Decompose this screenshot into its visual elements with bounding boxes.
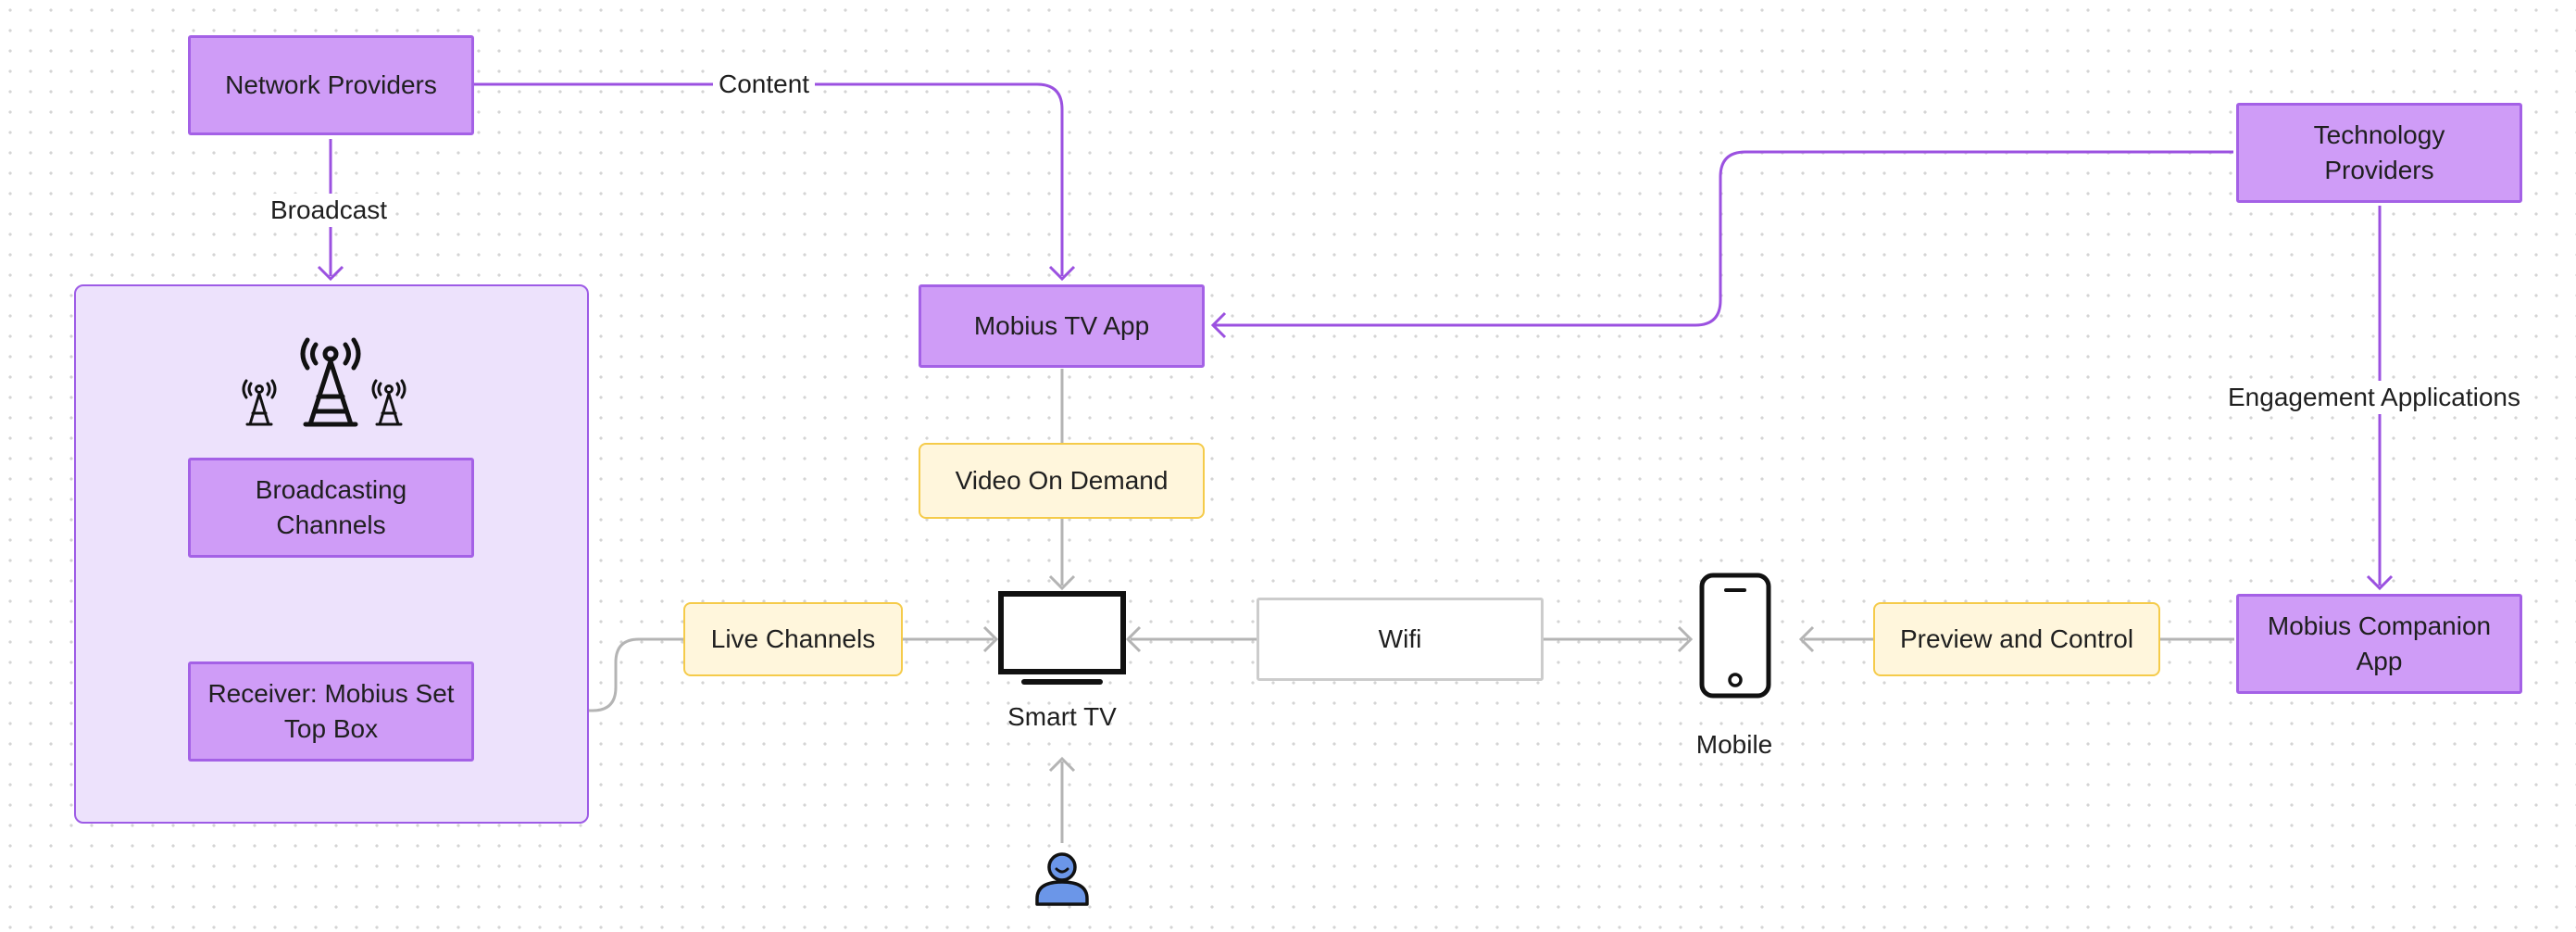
label-mobile: Mobile xyxy=(1695,730,1773,759)
arrowhead xyxy=(982,625,999,653)
arrowhead xyxy=(1048,574,1076,591)
edge-label-engagement-applications: Engagement Applications xyxy=(2222,381,2526,414)
node-network-providers[interactable]: Network Providers xyxy=(188,35,474,135)
edge-technology-to-tv-app xyxy=(1213,150,2233,327)
node-broadcasting-channels[interactable]: Broadcasting Channels xyxy=(188,458,474,558)
user-icon xyxy=(1035,852,1089,906)
arrowhead xyxy=(1125,625,1142,653)
node-video-on-demand[interactable]: Video On Demand xyxy=(919,443,1205,519)
label-smart-tv: Smart TV xyxy=(1007,702,1117,731)
edge-label-content: Content xyxy=(713,68,816,101)
tv-icon xyxy=(998,591,1126,685)
node-receiver[interactable]: Receiver: Mobius Set Top Box xyxy=(188,661,474,762)
arrowhead xyxy=(317,265,344,282)
node-live-channels[interactable]: Live Channels xyxy=(683,602,903,676)
arrowhead xyxy=(1677,625,1694,653)
edge-receiver-to-smart-tv xyxy=(474,637,994,712)
arrowhead xyxy=(2366,574,2394,591)
node-mobius-tv-app[interactable]: Mobius TV App xyxy=(919,284,1205,368)
mobile-phone-icon xyxy=(1699,573,1771,699)
edge-content xyxy=(474,82,1064,276)
arrowhead xyxy=(1048,756,1076,773)
node-preview-and-control[interactable]: Preview and Control xyxy=(1873,602,2160,676)
broadcast-tower-icon xyxy=(242,337,406,427)
node-wifi[interactable]: Wifi xyxy=(1257,598,1544,681)
arrowhead xyxy=(1048,265,1076,282)
node-technology-providers[interactable]: Technology Providers xyxy=(2236,103,2522,203)
edge-label-broadcast: Broadcast xyxy=(265,194,394,227)
node-mobius-companion-app[interactable]: Mobius Companion App xyxy=(2236,594,2522,694)
arrowhead xyxy=(1798,625,1815,653)
arrowhead xyxy=(1210,311,1227,339)
